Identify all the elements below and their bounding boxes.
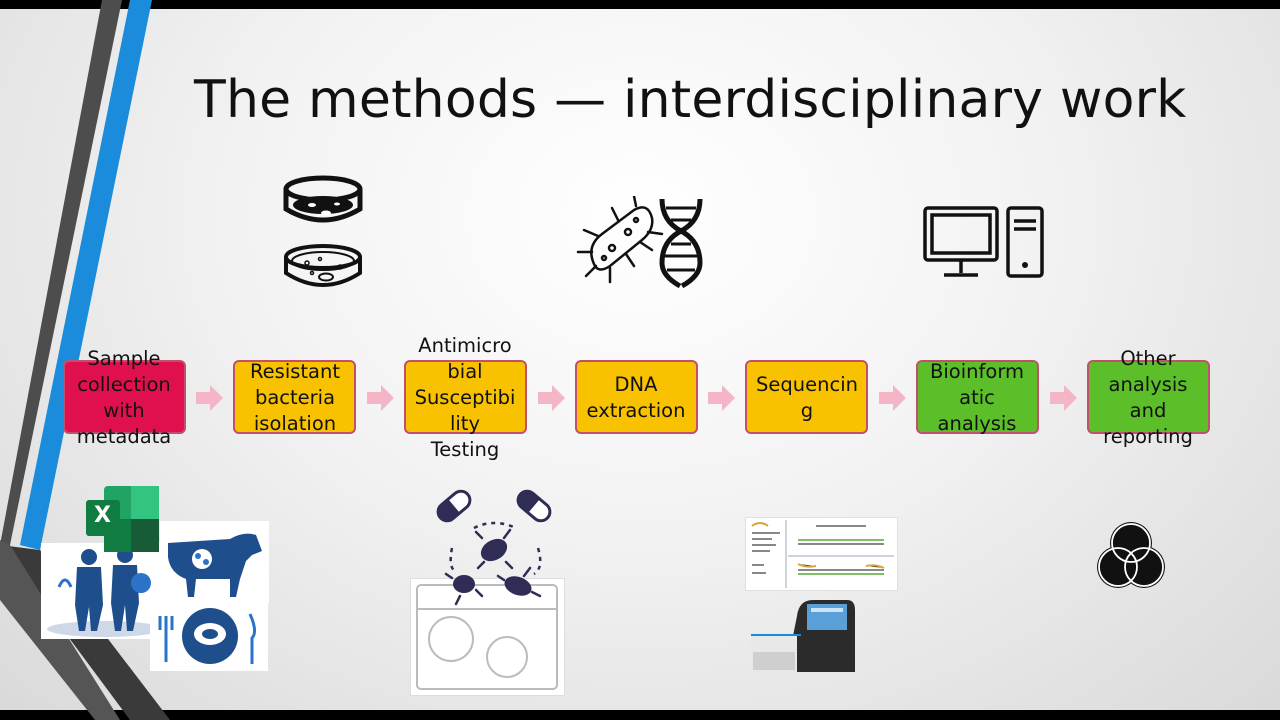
arrow-1 (196, 385, 223, 411)
bottom-frame-bar (0, 710, 1280, 720)
people-icon (41, 543, 169, 639)
step-box-dna-extraction (575, 360, 698, 434)
arrow-4 (708, 385, 735, 411)
ast-instrument-image (410, 578, 565, 696)
venn-diagram-icon (1097, 522, 1165, 588)
excel-icon: X (86, 486, 159, 552)
step-label-dna-extraction: DNA extraction (586, 373, 686, 422)
step-box-bioinformatic (916, 360, 1039, 434)
step-label-bacteria-isolation: Resistant bacteria isolation (249, 360, 340, 435)
arrow-3 (538, 385, 565, 411)
arrow-5 (879, 385, 906, 411)
step-label-ast: Antimicro bial Susceptibi lity Testing (414, 334, 516, 461)
step-box-sequencing (745, 360, 868, 434)
step-label-reporting: Other analysis and reporting (1103, 347, 1193, 448)
bacteria-dna-icon (576, 196, 703, 289)
step-box-sample-collection (63, 360, 186, 434)
step-label-sequencing: Sequencin g (756, 373, 858, 422)
step-box-reporting (1087, 360, 1210, 434)
cow-icon (160, 521, 269, 603)
step-label-bioinformatic: Bioinform atic analysis (930, 360, 1024, 435)
step-label-sample-collection: Sample collection with metadata (76, 347, 172, 448)
food-plate-icon (150, 602, 268, 671)
arrow-6 (1050, 385, 1077, 411)
step-box-ast (404, 360, 527, 434)
sequencer-machine-image (747, 596, 857, 678)
excel-letter: X (94, 503, 111, 528)
capsule-bacteria-icon (436, 488, 554, 606)
arrow-2 (367, 385, 394, 411)
sequencing-workflow-image (745, 517, 898, 591)
computer-icon (923, 206, 1044, 278)
petri-dish-icon (283, 175, 363, 287)
top-frame-bar (0, 0, 1280, 9)
step-box-bacteria-isolation (233, 360, 356, 434)
slide-title: The methods — interdisciplinary work (194, 70, 1187, 130)
